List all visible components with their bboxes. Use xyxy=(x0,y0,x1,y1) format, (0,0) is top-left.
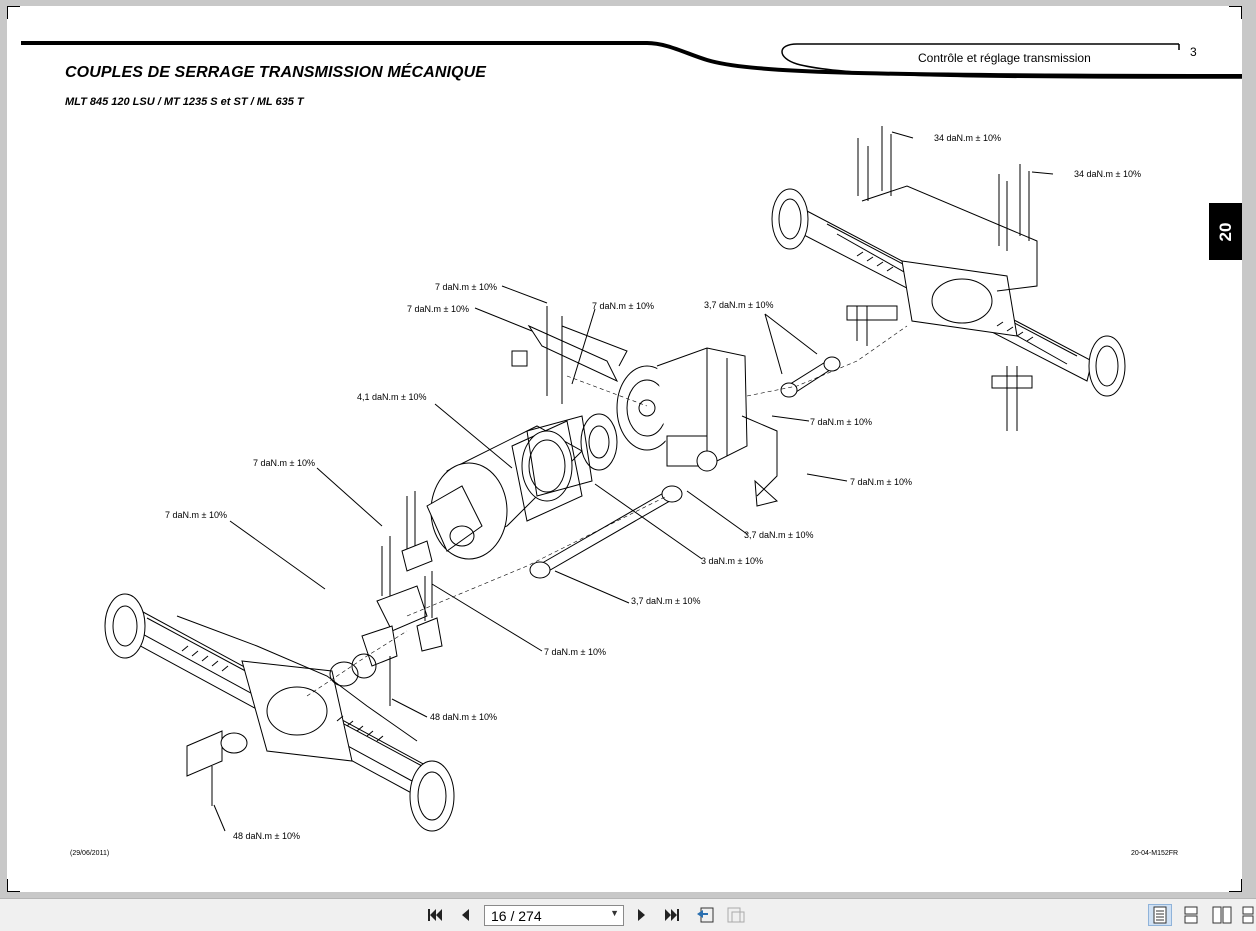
document-viewer[interactable]: COUPLES DE SERRAGE TRANSMISSION MÉCANIQU… xyxy=(0,0,1256,898)
gearbox xyxy=(616,347,779,507)
continuous-facing-icon xyxy=(1242,906,1254,924)
torque-label: 7 daN.m ± 10% xyxy=(407,304,469,314)
torque-label: 7 daN.m ± 10% xyxy=(253,458,315,468)
continuous-page-icon xyxy=(1184,906,1198,924)
torque-label: 7 daN.m ± 10% xyxy=(544,647,606,657)
back-view-icon xyxy=(697,907,714,923)
chevron-down-icon[interactable]: ▼ xyxy=(610,908,619,918)
first-page-button[interactable] xyxy=(425,904,445,926)
section-header: Contrôle et réglage transmission xyxy=(918,51,1091,65)
footer-reference: 20-04-M152FR xyxy=(1131,850,1179,857)
prev-page-icon xyxy=(462,909,469,921)
single-page-icon xyxy=(1153,906,1167,924)
continuous-view-button[interactable] xyxy=(1180,904,1202,926)
propeller-shaft-front xyxy=(529,485,683,579)
footer-date: (29/06/2011) xyxy=(70,850,110,857)
torque-label: 7 daN.m ± 10% xyxy=(165,510,227,520)
last-page-icon xyxy=(665,909,679,921)
torque-label: 48 daN.m ± 10% xyxy=(430,712,497,722)
torque-label: 3,7 daN.m ± 10% xyxy=(744,530,814,540)
next-page-button[interactable] xyxy=(634,904,650,926)
leader-lines xyxy=(213,131,1054,832)
torque-label: 7 daN.m ± 10% xyxy=(435,282,497,292)
forward-view-button[interactable] xyxy=(725,904,747,926)
crop-mark-bottom-right xyxy=(1229,879,1242,892)
assembly-centerlines xyxy=(306,325,908,697)
facing-pages-icon xyxy=(1212,906,1232,924)
page-subtitle: MLT 845 120 LSU / MT 1235 S et ST / ML 6… xyxy=(65,96,304,108)
front-brackets xyxy=(361,491,443,706)
page-number-input[interactable]: 16 / 274 ▼ xyxy=(484,905,624,926)
torque-label: 3,7 daN.m ± 10% xyxy=(704,300,774,310)
facing-view-button[interactable] xyxy=(1211,904,1233,926)
parts-group xyxy=(104,126,1126,832)
torque-label: 3 daN.m ± 10% xyxy=(701,556,763,566)
pdf-page: COUPLES DE SERRAGE TRANSMISSION MÉCANIQU… xyxy=(7,6,1242,892)
navigation-toolbar: 16 / 274 ▼ xyxy=(0,898,1256,931)
forward-view-icon xyxy=(727,907,745,923)
next-page-icon xyxy=(638,909,645,921)
torque-label: 3,7 daN.m ± 10% xyxy=(631,596,701,606)
crop-mark-top-left xyxy=(7,6,20,19)
torque-label: 4,1 daN.m ± 10% xyxy=(357,392,427,402)
chapter-tab-label: 20 xyxy=(1215,222,1235,241)
rear-axle xyxy=(771,185,1126,397)
crop-mark-bottom-left xyxy=(7,879,20,892)
propeller-shaft-rear xyxy=(780,356,841,398)
front-axle xyxy=(104,593,455,832)
page-number-value: 16 / 274 xyxy=(491,907,542,924)
torque-label: 34 daN.m ± 10% xyxy=(1074,169,1141,179)
first-page-icon xyxy=(428,909,442,921)
rear-axle-bolts xyxy=(856,126,1030,431)
torque-label: 7 daN.m ± 10% xyxy=(810,417,872,427)
page-title: COUPLES DE SERRAGE TRANSMISSION MÉCANIQU… xyxy=(65,64,487,81)
continuous-facing-view-button[interactable] xyxy=(1240,904,1256,926)
torque-label: 7 daN.m ± 10% xyxy=(850,477,912,487)
page-number: 3 xyxy=(1190,45,1197,59)
prev-page-button[interactable] xyxy=(457,904,473,926)
exploded-transmission-drawing xyxy=(21,41,1242,832)
torque-label: 48 daN.m ± 10% xyxy=(233,831,300,841)
header-swoosh xyxy=(21,41,1242,79)
back-view-button[interactable] xyxy=(694,904,716,926)
last-page-button[interactable] xyxy=(662,904,682,926)
crop-mark-top-right xyxy=(1229,6,1242,19)
torque-label: 7 daN.m ± 10% xyxy=(592,301,654,311)
chapter-tab: 20 xyxy=(1209,203,1242,260)
single-page-view-button[interactable] xyxy=(1148,904,1172,926)
converter-housing xyxy=(426,413,618,560)
torque-label: 34 daN.m ± 10% xyxy=(934,133,1001,143)
upper-bracket xyxy=(511,306,628,404)
